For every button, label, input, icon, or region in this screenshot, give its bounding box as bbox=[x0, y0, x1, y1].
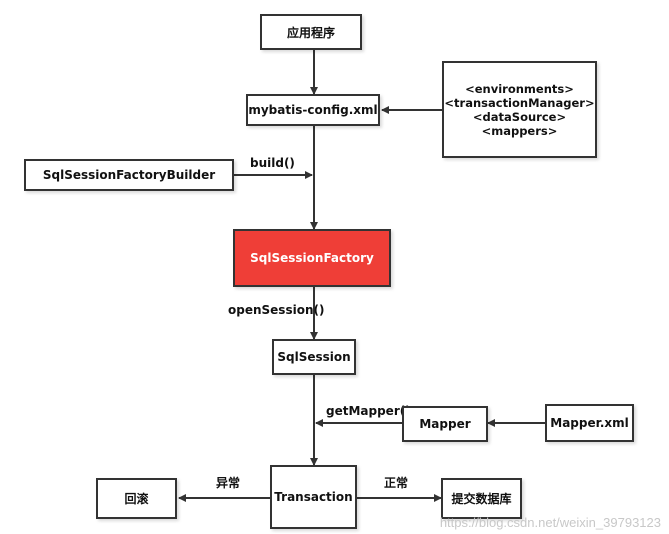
config-node: mybatis-config.xml bbox=[246, 94, 380, 126]
config-children-node: <environments> <transactionManager> <dat… bbox=[442, 61, 597, 158]
watermark: https://blog.csdn.net/weixin_39793123 bbox=[439, 515, 661, 530]
open-session-edge-label: openSession() bbox=[228, 303, 325, 317]
builder-node: SqlSessionFactoryBuilder bbox=[24, 159, 234, 191]
transaction-node: Transaction bbox=[270, 465, 357, 529]
factory-node: SqlSessionFactory bbox=[233, 229, 391, 287]
transaction-manager-label: <transactionManager> bbox=[444, 95, 595, 110]
rollback-node: 回滚 bbox=[96, 478, 177, 519]
app-node: 应用程序 bbox=[260, 14, 362, 50]
mappers-label: <mappers> bbox=[481, 123, 558, 138]
mapper-node: Mapper bbox=[402, 406, 488, 442]
session-node: SqlSession bbox=[272, 339, 356, 375]
mapper-xml-node: Mapper.xml bbox=[545, 404, 634, 442]
normal-edge-label: 正常 bbox=[384, 476, 409, 490]
get-mapper-edge-label: getMapper() bbox=[326, 404, 411, 418]
build-edge-label: build() bbox=[250, 156, 295, 170]
data-source-label: <dataSource> bbox=[472, 109, 567, 124]
exception-edge-label: 异常 bbox=[216, 476, 241, 490]
commit-node: 提交数据库 bbox=[441, 478, 522, 519]
environments-label: <environments> bbox=[465, 81, 574, 96]
